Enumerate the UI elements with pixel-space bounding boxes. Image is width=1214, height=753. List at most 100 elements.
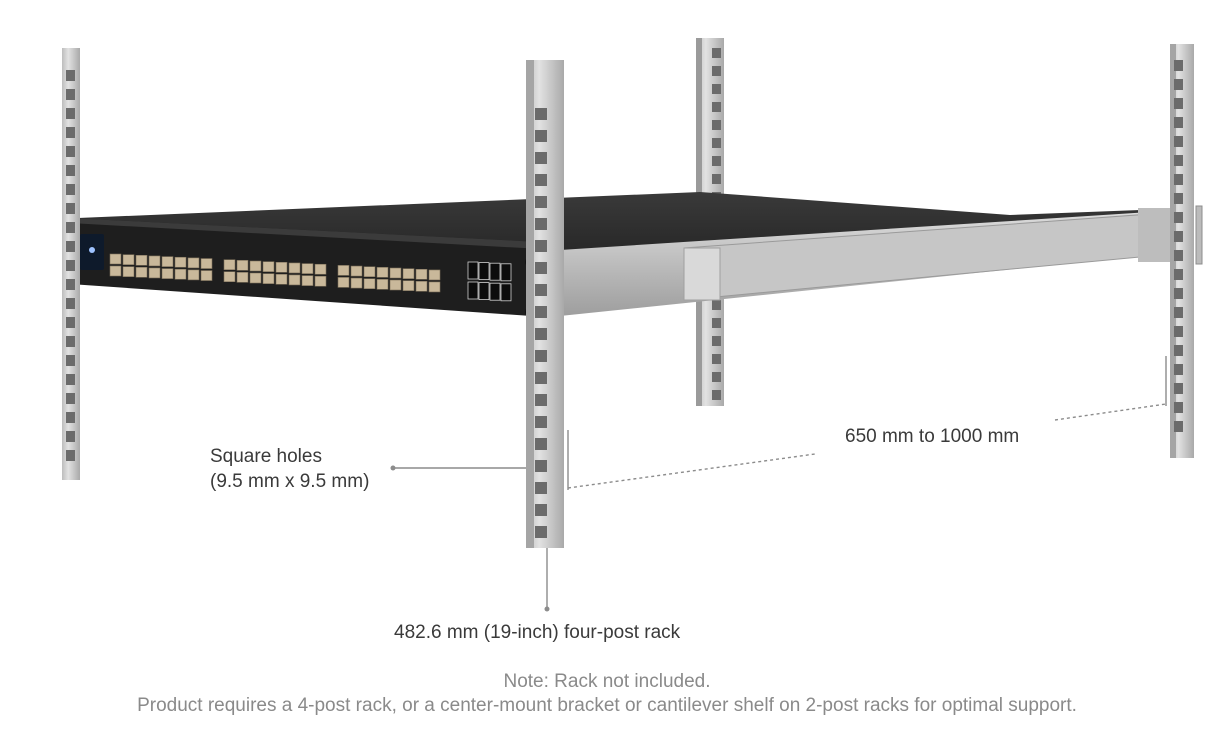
square-hole (1174, 383, 1183, 394)
square-hole (1174, 193, 1183, 204)
sfp-cage (478, 262, 490, 281)
square-hole (1174, 250, 1183, 261)
square-hole (535, 174, 547, 186)
square-hole (1174, 307, 1183, 318)
rj45-port (148, 267, 161, 279)
square-hole (1174, 79, 1183, 90)
rj45-port (148, 255, 161, 267)
square-hole (535, 526, 547, 538)
square-hole (535, 328, 547, 340)
square-hole (712, 336, 721, 346)
square-hole (66, 374, 75, 385)
square-hole (712, 354, 721, 364)
rj45-port (288, 262, 301, 274)
square-hole (66, 450, 75, 461)
square-hole (66, 165, 75, 176)
square-hole (535, 306, 547, 318)
square-holes-size: (9.5 mm x 9.5 mm) (210, 471, 370, 492)
square-hole (1174, 269, 1183, 280)
sfp-cage (500, 283, 512, 302)
square-hole (712, 390, 721, 400)
note-rack-requirement: Product requires a 4-post rack, or a cen… (137, 695, 1077, 716)
rear-right-post (1170, 44, 1194, 458)
rj45-port (200, 258, 213, 269)
square-hole (1174, 174, 1183, 185)
square-hole (712, 318, 721, 328)
rj45-port (275, 261, 288, 273)
rj45-port (415, 268, 428, 280)
rj45-port (363, 278, 376, 290)
rj45-port (314, 263, 327, 275)
rj45-port (301, 263, 314, 274)
sfp-cage (489, 262, 501, 281)
rj45-port (174, 256, 187, 268)
rj45-port (249, 260, 262, 272)
rj45-port (249, 272, 262, 284)
square-hole (535, 416, 547, 428)
square-hole (712, 66, 721, 76)
rj45-port (314, 275, 327, 287)
square-hole (1174, 326, 1183, 337)
rj45-port (428, 269, 441, 281)
square-hole (535, 262, 547, 274)
rj45-port (402, 280, 415, 291)
square-hole (712, 120, 721, 130)
square-hole (1174, 98, 1183, 109)
rj45-port (288, 274, 301, 286)
sfp-cage (467, 261, 479, 280)
square-hole (535, 438, 547, 450)
square-hole (66, 431, 75, 442)
square-hole (66, 412, 75, 423)
square-hole (1174, 402, 1183, 413)
square-hole (535, 504, 547, 516)
square-hole (712, 138, 721, 148)
square-hole (1174, 345, 1183, 356)
rj45-port (262, 273, 275, 284)
rj45-port (350, 265, 363, 277)
square-hole (535, 394, 547, 406)
rack-width-label: 482.6 mm (19-inch) four-post rack (394, 622, 681, 643)
square-hole (1174, 288, 1183, 299)
square-hole (1174, 60, 1183, 71)
square-hole (66, 317, 75, 328)
slide-rail (560, 205, 1203, 316)
front-right-post (526, 60, 564, 548)
rj45-port (109, 253, 122, 265)
square-hole (1174, 117, 1183, 128)
rj45-port (389, 267, 402, 279)
rj45-port (122, 254, 135, 265)
square-hole (712, 372, 721, 382)
rj45-port (262, 261, 275, 272)
rj45-port (135, 255, 148, 266)
square-hole (1174, 212, 1183, 223)
rj45-port (428, 281, 441, 293)
square-hole (66, 298, 75, 309)
rj45-port (376, 267, 389, 278)
rj45-port (223, 271, 236, 283)
rj45-port (275, 273, 288, 285)
depth-dash-left (567, 453, 816, 489)
square-hole (535, 284, 547, 296)
square-hole (712, 300, 721, 310)
sfp-cage (478, 282, 490, 301)
square-hole (712, 48, 721, 58)
square-hole (66, 260, 75, 271)
square-hole (535, 482, 547, 494)
rj45-port (187, 257, 200, 269)
square-hole (1174, 364, 1183, 375)
square-hole (535, 108, 547, 120)
rj45-port (337, 277, 350, 288)
depth-range-label: 650 mm to 1000 mm (845, 426, 1020, 447)
square-hole (535, 372, 547, 384)
rj45-port (161, 256, 174, 267)
square-hole (66, 241, 75, 252)
square-holes-title: Square holes (210, 446, 322, 467)
square-hole (66, 127, 75, 138)
rj45-port (389, 279, 402, 291)
sfp-cage (489, 282, 501, 301)
rj45-port (161, 268, 174, 279)
square-hole (1174, 136, 1183, 147)
square-hole (66, 108, 75, 119)
sfp-cage (500, 263, 512, 282)
